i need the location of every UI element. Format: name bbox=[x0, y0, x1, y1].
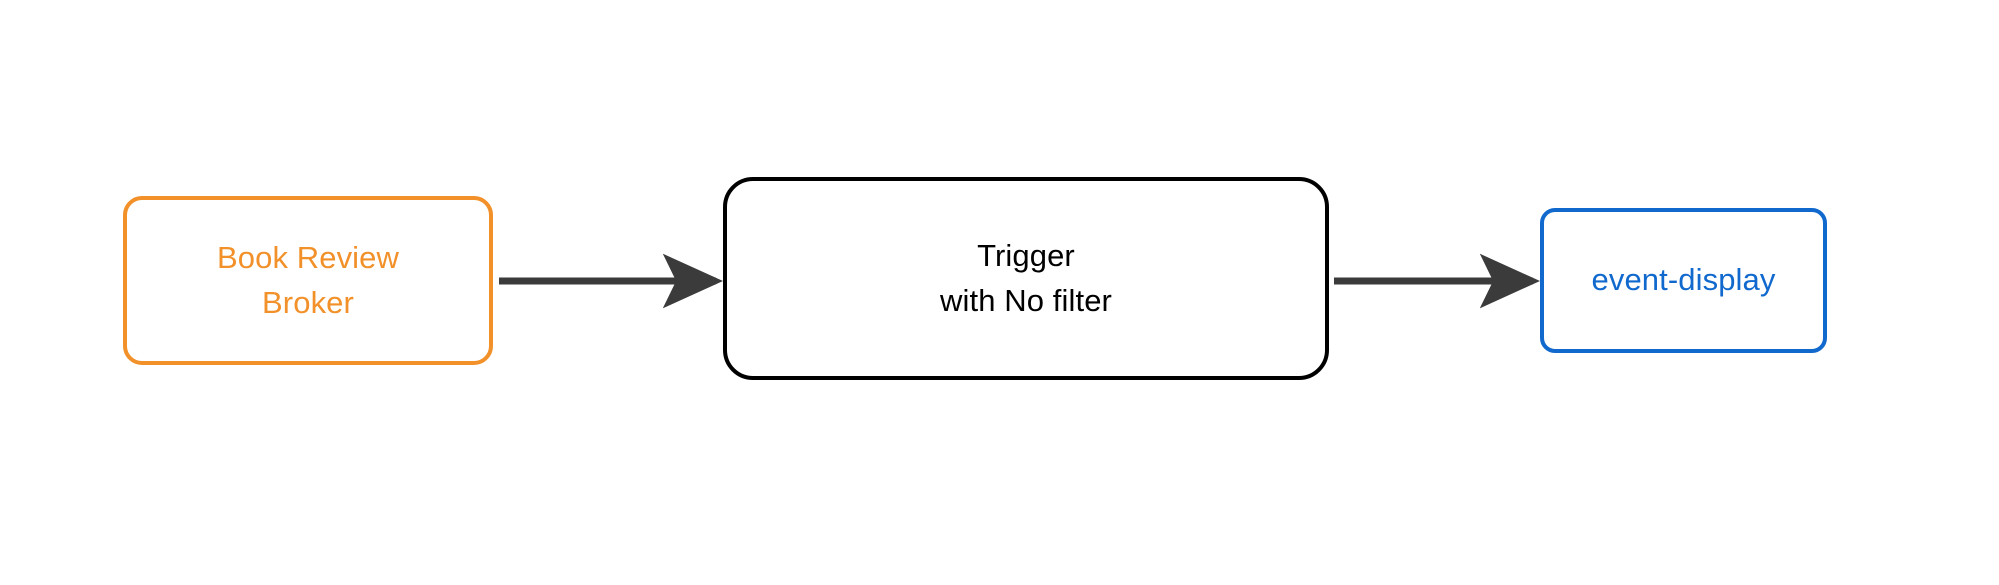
node-sink-label: event-display bbox=[1591, 262, 1776, 298]
node-broker-label: Book Review Broker bbox=[216, 239, 399, 320]
node-trigger[interactable]: Trigger with No filter bbox=[723, 177, 1329, 380]
node-book-review-broker[interactable]: Book Review Broker bbox=[123, 196, 493, 365]
node-trigger-label: Trigger with No filter bbox=[940, 237, 1112, 318]
node-event-display[interactable]: event-display bbox=[1540, 208, 1827, 353]
